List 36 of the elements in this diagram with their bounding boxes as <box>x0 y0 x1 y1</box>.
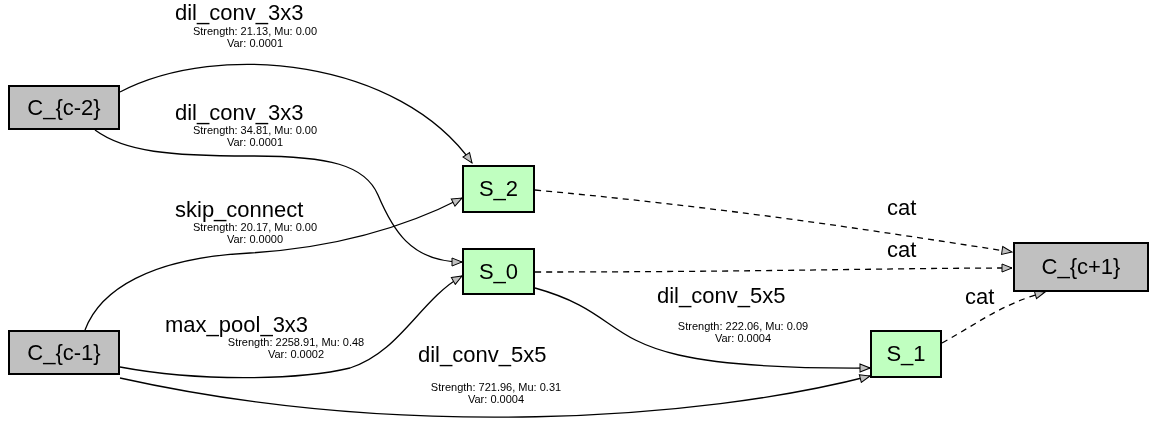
edge-stats-text: Strength: 20.17, Mu: 0.00 Var: 0.0000 <box>192 221 319 245</box>
arrow <box>941 290 1046 344</box>
edge-label: dil_conv_3x3 <box>175 100 304 126</box>
edge-label: cat <box>887 195 917 221</box>
edge-label: dil_conv_5x5 <box>418 342 547 368</box>
node-label: S_2 <box>478 176 519 202</box>
arrow <box>534 189 1013 255</box>
node-label: C_{c-2} <box>27 94 101 121</box>
edge-stats-text: Strength: 2258.91, Mu: 0.48 Var: 0.0002 <box>227 336 366 360</box>
arrow <box>534 263 1013 273</box>
cell-node <box>8 330 120 375</box>
node-label: S_1 <box>886 341 926 367</box>
cell-node <box>8 85 120 130</box>
edge-label: max_pool_3x3 <box>165 312 309 338</box>
arrow <box>119 63 473 164</box>
edge-stats-text: Strength: 222.06, Mu: 0.09 Var: 0.0004 <box>676 320 810 344</box>
arrow <box>119 373 871 418</box>
edge-stats-text: Strength: 34.81, Mu: 0.00 Var: 0.0001 <box>192 124 319 148</box>
node-label: C_{c+1} <box>1041 254 1121 280</box>
node-label: C_{c-1} <box>27 339 101 366</box>
state-node <box>462 248 535 295</box>
arrow <box>84 197 463 331</box>
arrow <box>94 129 463 266</box>
edge-stats-text: Strength: 721.96, Mu: 0.31 Var: 0.0004 <box>429 381 563 405</box>
edge-label: dil_conv_3x3 <box>175 0 304 26</box>
edge-stats-text: Strength: 21.13, Mu: 0.00 Var: 0.0001 <box>191 25 319 49</box>
edge-label: cat <box>965 284 995 310</box>
edge-label: cat <box>887 237 917 263</box>
arrow <box>534 287 871 373</box>
arrow <box>119 275 463 379</box>
edge-label: skip_connect <box>175 197 304 223</box>
cell-node <box>1013 242 1149 292</box>
edge-label: dil_conv_5x5 <box>657 283 786 309</box>
state-node <box>870 330 942 378</box>
state-node <box>462 165 535 213</box>
node-label: S_0 <box>478 258 519 285</box>
